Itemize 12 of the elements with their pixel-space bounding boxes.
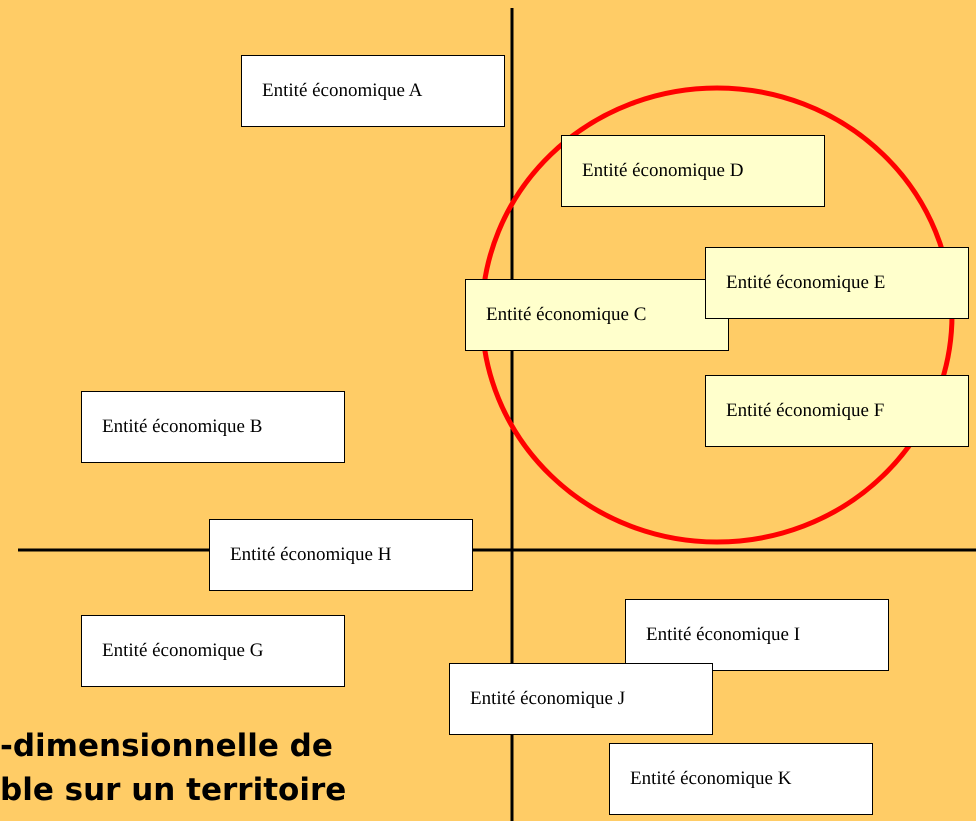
entity-box: Entité économique G [81,615,345,687]
entity-box: Entité économique I [625,599,889,671]
entity-box: Entité économique H [209,519,473,591]
entity-box: Entité économique A [241,55,505,127]
caption-text: -dimensionnelle de [0,728,333,764]
entity-box: Entité économique E [705,247,969,319]
caption-text: ble sur un territoire [0,772,346,808]
entity-box: Entité économique B [81,391,345,463]
entity-box: Entité économique F [705,375,969,447]
entity-box: Entité économique K [609,743,873,815]
entity-box: Entité économique D [561,135,825,207]
entity-box: Entité économique J [449,663,713,735]
